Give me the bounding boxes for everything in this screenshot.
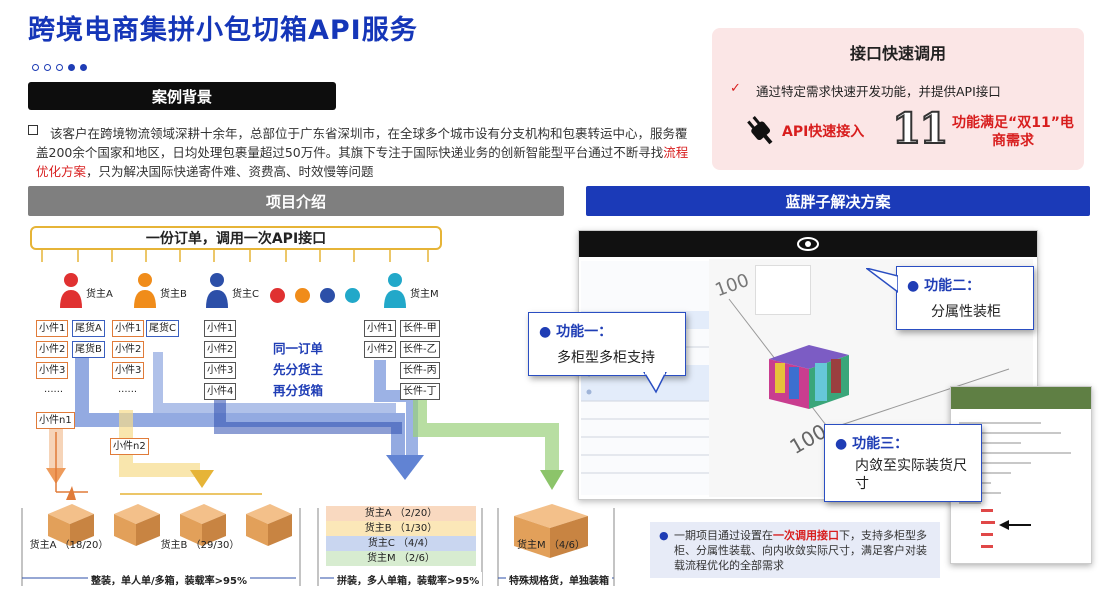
summary-bullet-icon: ● xyxy=(659,529,669,542)
api-panel-title: 接口快速调用 xyxy=(849,44,946,63)
api-quick-label: API快速接入 xyxy=(782,124,865,140)
dropdown-menu[interactable] xyxy=(755,265,811,315)
item-a2: 小件2 xyxy=(36,341,69,358)
box-b1-icon xyxy=(114,504,160,546)
item-b3: 小件3 xyxy=(112,362,145,379)
item-long-4: 长件-丁 xyxy=(400,383,440,400)
callout-1-tail xyxy=(643,372,667,394)
item-a1: 小件1 xyxy=(36,320,69,337)
item-c4: 小件4 xyxy=(204,383,237,400)
api-check-text: 通过特定需求快速开发功能，并提供API接口 xyxy=(756,84,1001,99)
owner-m-icon xyxy=(384,273,406,308)
item-m2: 小件2 xyxy=(364,341,397,358)
double11-icon: 11 xyxy=(891,103,949,154)
owner-b-icon xyxy=(134,273,156,308)
item-long-2: 长件-乙 xyxy=(400,341,440,358)
app-titlebar xyxy=(579,231,1037,257)
order-bar: 一份订单，调用一次API接口 xyxy=(30,226,442,250)
item-tail-a: 尾货A xyxy=(72,320,105,337)
feature-1-callout: ● 功能一： 多柜型多柜支持 xyxy=(528,312,686,376)
box-m-icon xyxy=(514,504,588,558)
item-bn2: 小件n2 xyxy=(110,438,149,455)
feature-3-callout: ● 功能三： 内敛至实际装货尺寸 xyxy=(824,424,982,502)
page-indicator xyxy=(32,64,87,71)
steps-text: 同一订单 先分货主 再分货箱 xyxy=(272,341,323,398)
feature-1-body: 多柜型多柜支持 xyxy=(557,350,655,366)
footer-special: 特殊规格货，单独装箱 xyxy=(506,572,612,587)
owner-a-icon xyxy=(60,273,82,308)
item-long-3: 长件-丙 xyxy=(400,362,440,379)
api-panel: 接口快速调用 ✓ 通过特定需求快速开发功能，并提供API接口 API快速接入 1… xyxy=(712,28,1084,170)
background-text: 该客户在跨境物流领域深耕十余年，总部位于广东省深圳市，在全球多个城市设有分支机构… xyxy=(28,124,690,181)
code-panel xyxy=(950,386,1092,564)
item-c1: 小件1 xyxy=(204,320,237,337)
intro-header: 项目介绍 xyxy=(28,186,564,216)
item-a3: 小件3 xyxy=(36,362,69,379)
owner-a-label: 货主A xyxy=(86,289,113,300)
owner-c-label: 货主C xyxy=(232,289,259,300)
solution-header: 蓝胖子解决方案 xyxy=(586,186,1090,216)
box-b-label: 货主B （29/30） xyxy=(160,540,240,551)
box-m-label: 货主M （4/6） xyxy=(517,540,585,551)
box-b2-icon xyxy=(180,504,226,546)
check-icon: ✓ xyxy=(730,81,741,96)
code-panel-header xyxy=(951,387,1091,409)
box-a-icon xyxy=(48,504,94,546)
double11-label: 功能满足“双11”电商需求 xyxy=(952,115,1074,149)
item-c3: 小件3 xyxy=(204,362,237,379)
feature-2-body: 分属性装柜 xyxy=(931,304,1001,320)
item-a-ellipsis: ...... xyxy=(44,384,64,395)
owner-b-label: 货主B xyxy=(160,289,187,300)
footer-whole: 整装，单人单/多箱，装载率>95% xyxy=(88,572,250,587)
item-tail-c: 尾货C xyxy=(146,320,179,337)
feature-3-title: ● 功能三： xyxy=(835,436,909,452)
item-m1: 小件1 xyxy=(364,320,397,337)
feature-3-body: 内敛至实际装货尺寸 xyxy=(855,458,967,492)
background-header: 案例背景 xyxy=(28,82,336,110)
item-b2: 小件2 xyxy=(112,341,145,358)
checkbox-bullet-icon xyxy=(28,125,38,135)
owner-m-label: 货主M xyxy=(410,289,439,300)
plug-icon xyxy=(747,116,773,145)
page-title: 跨境电商集拼小包切箱API服务 xyxy=(28,15,418,46)
owner-color-dots xyxy=(270,288,360,303)
feature-2-title: ● 功能二： xyxy=(907,278,981,294)
item-an1: 小件n1 xyxy=(36,412,75,429)
feature-2-callout: ● 功能二： 分属性装柜 xyxy=(896,266,1034,330)
solution-summary: ● 一期项目通过设置在一次调用接口下，支持多柜型多柜、分属性装载、向内收敛实际尺… xyxy=(650,522,940,578)
item-c2: 小件2 xyxy=(204,341,237,358)
footer-mixed: 拼装，多人单箱，装载率>95% xyxy=(334,572,483,587)
item-b-ellipsis: ...... xyxy=(118,384,138,395)
eye-logo-icon xyxy=(797,237,819,251)
box-b3-icon xyxy=(246,504,292,546)
item-tail-b: 尾货B xyxy=(72,341,105,358)
item-b1: 小件1 xyxy=(112,320,145,337)
item-long-1: 长件-甲 xyxy=(400,320,440,337)
box-a-label: 货主A （18/20） xyxy=(29,540,109,551)
owner-c-icon xyxy=(206,273,228,308)
mixed-pile: 货主A （2/20） 货主B （1/30） 货主C （4/4） 货主M （2/6… xyxy=(326,506,476,566)
callout-2-tail xyxy=(866,268,898,293)
feature-1-title: ● 功能一： xyxy=(539,324,613,340)
